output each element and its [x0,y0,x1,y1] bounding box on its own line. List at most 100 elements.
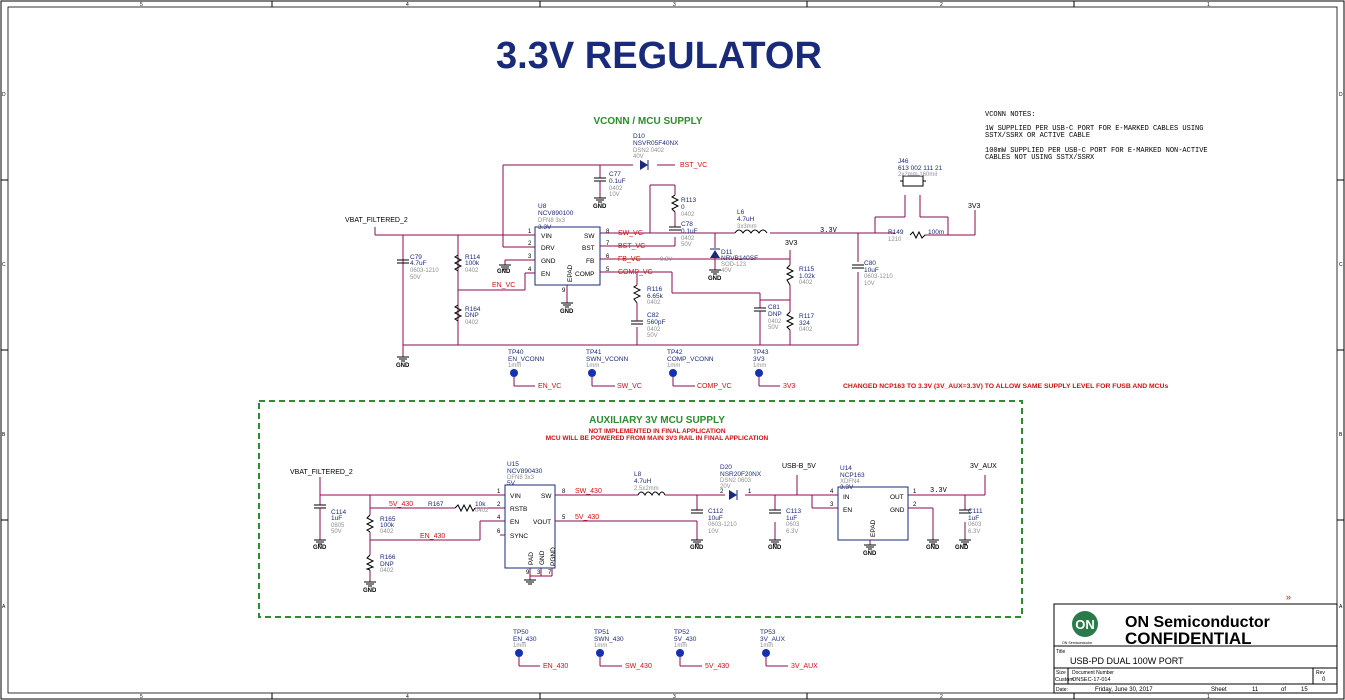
zone-bottom-2: 2 [940,694,943,700]
c78-val: 0.1uF [681,228,698,235]
change-note: CHANGED NCP163 TO 3.3V (3V_AUX=3.3V) TO … [843,383,1168,390]
c113-gnd: GND [768,545,782,551]
d20-ref: D20 [720,464,732,471]
u15-num-6: 6 [497,529,501,535]
c112-val: 10uF [708,515,723,522]
zone-top-3: 3 [673,2,676,8]
d11-pkg: SOD-123 [721,262,747,268]
net-usb-b-5v: USB-B_5V [782,463,816,470]
c80-capacitor: C80 10uF 0603-1210 10V [852,260,893,287]
u15-num-4: 4 [497,515,501,521]
u8-pkg: DFN8 3x3 [538,218,566,224]
tp40[interactable]: TP40 EN_VCONN 1mm EN_VC [508,349,561,390]
r164-resistor: R164 DNP 0402 [453,304,481,326]
rev-value: 0 [1322,677,1326,683]
logo-text: ON [1075,617,1095,632]
tp52-pkg: 1mm [674,643,687,649]
c79-capacitor: C79 4.7uF 0603-1210 50V [397,254,439,281]
c82-capacitor: C82 560pF 0402 50V [631,312,665,339]
u8-pin-gnd: GND [541,258,556,265]
d10-voltage: 40V [633,154,644,160]
u15-pin-pad: PAD [528,552,535,565]
c113-voltage: 6.3V [786,529,798,535]
zone-right-b: B [1339,432,1343,438]
r167-pkg: 0402 [475,508,489,514]
net-bst-vc-top: BST_VC [680,162,707,169]
u14-num-1: 1 [913,489,917,495]
r117-ref: R117 [799,313,814,320]
r116-val: 6.65k [647,293,664,300]
c79-ref: C79 [410,254,422,261]
zone-left-b: B [2,432,6,438]
zone-top-5: 5 [140,2,143,8]
c114-voltage: 50V [331,529,342,535]
tp50-net: EN_430 [543,663,568,670]
r167-val: 10k [475,501,486,508]
u15-num-3: 3 [537,570,541,576]
tp41-ref: TP41 [586,349,602,356]
vconn-main-gnd: GND [396,363,410,369]
c81-voltage: 50V [768,325,779,331]
rev-label: Rev [1316,670,1325,676]
j46-jumper: J46 613 002 111 21 2x2mm 160mil [898,158,943,187]
tp42[interactable]: TP42 COMP_VCONN 1mm COMP_VC [667,349,732,390]
l6-ref: L6 [737,209,745,216]
title-label: Title [1056,649,1065,655]
sheet-label: Sheet [1211,687,1227,693]
tp43[interactable]: TP43 3V3 1mm 3V3 [753,349,796,390]
c114-pkg: 0805 [331,523,345,529]
c81-ref: C81 [768,304,780,311]
tp43-name: 3V3 [753,356,765,363]
u15-voltage: 5V [507,480,516,487]
j46-pkg: 2x2mm 160mil [898,172,937,178]
d20-pin2: 2 [720,489,724,495]
u8-num-1: 1 [528,229,532,235]
aux-section-title: AUXILIARY 3V MCU SUPPLY [589,415,725,426]
tp53[interactable]: TP53 3V_AUX 1mm 3V_AUX [760,629,818,670]
u15-pin-rstb: RSTB [510,506,527,513]
r115-ref: R115 [799,266,814,273]
r113-resistor: R113 0 0402 [670,194,696,218]
d10-part: NSVR05F40NX [633,140,679,147]
c114-val: 1uF [331,515,342,522]
u8-gnd-label: GND [560,309,574,315]
c78-voltage: 50V [681,242,692,248]
r166-val: DNP [380,561,394,568]
confidential-label: CONFIDENTIAL [1125,629,1252,648]
tp52[interactable]: TP52 5V_430 1mm 5V_430 [674,629,729,670]
u15-chip: U15 NCV890430 DFN8 3x3 5V VIN RSTB EN SY… [497,461,566,585]
tp50-pkg: 1mm [513,643,526,649]
d20-pin1: 1 [748,489,752,495]
l6-inductor: L6 4.7uH 3x3mm [734,209,768,234]
of-label: of [1281,687,1286,693]
net-fb-vc: FB_VC [618,256,641,263]
logo-subtext: ON Semiconductor [1062,641,1093,645]
tp51[interactable]: TP51 SWN_430 1mm SW_430 [594,629,652,670]
notes-heading: VCONN NOTES: [985,111,1035,119]
d20-diode: 2 1 D20 NSR20F20NX DSN2 0603 20V [720,464,762,500]
c114-ref: C114 [331,509,346,516]
r115-resistor: R115 1.02k 0402 [785,264,816,286]
aux-note-2: MCU WILL BE POWERED FROM MAIN 3V3 RAIL I… [546,435,769,442]
j46-ref: J46 [898,158,909,165]
u15-num-9: 9 [526,570,530,576]
r166-resistor: R166 DNP 0402 GND [363,554,396,594]
u8-pin3-gnd: GND [497,269,511,275]
u8-num-9: 9 [562,288,566,294]
c112-voltage: 10V [708,529,719,535]
net-5v-430-a: 5V_430 [389,501,413,508]
c112-gnd: GND [690,545,704,551]
c111-capacitor: C111 1uF 0603 6.3V GND [955,508,983,551]
u8-num-4: 4 [528,267,532,273]
testpoints-aux: TP50 EN_430 1mm EN_430 TP51 SWN_430 1mm … [513,629,818,670]
u8-num-7: 7 [606,241,610,247]
r165-ref: R165 [380,516,396,523]
tp41[interactable]: TP41 SWN_VCONN 1mm SW_VC [586,349,642,390]
zone-bottom-5: 5 [140,694,143,700]
net-vbat-1: VBAT_FILTERED_2 [345,217,408,224]
u8-chip: U8 NCV890100 DFN8 3x3 3.3V VIN DRV GND E… [528,203,610,315]
u15-num-8: 8 [562,489,566,495]
tp40-net: EN_VC [538,383,561,390]
tp43-net: 3V3 [783,383,796,390]
tp50[interactable]: TP50 EN_430 1mm EN_430 [513,629,568,670]
